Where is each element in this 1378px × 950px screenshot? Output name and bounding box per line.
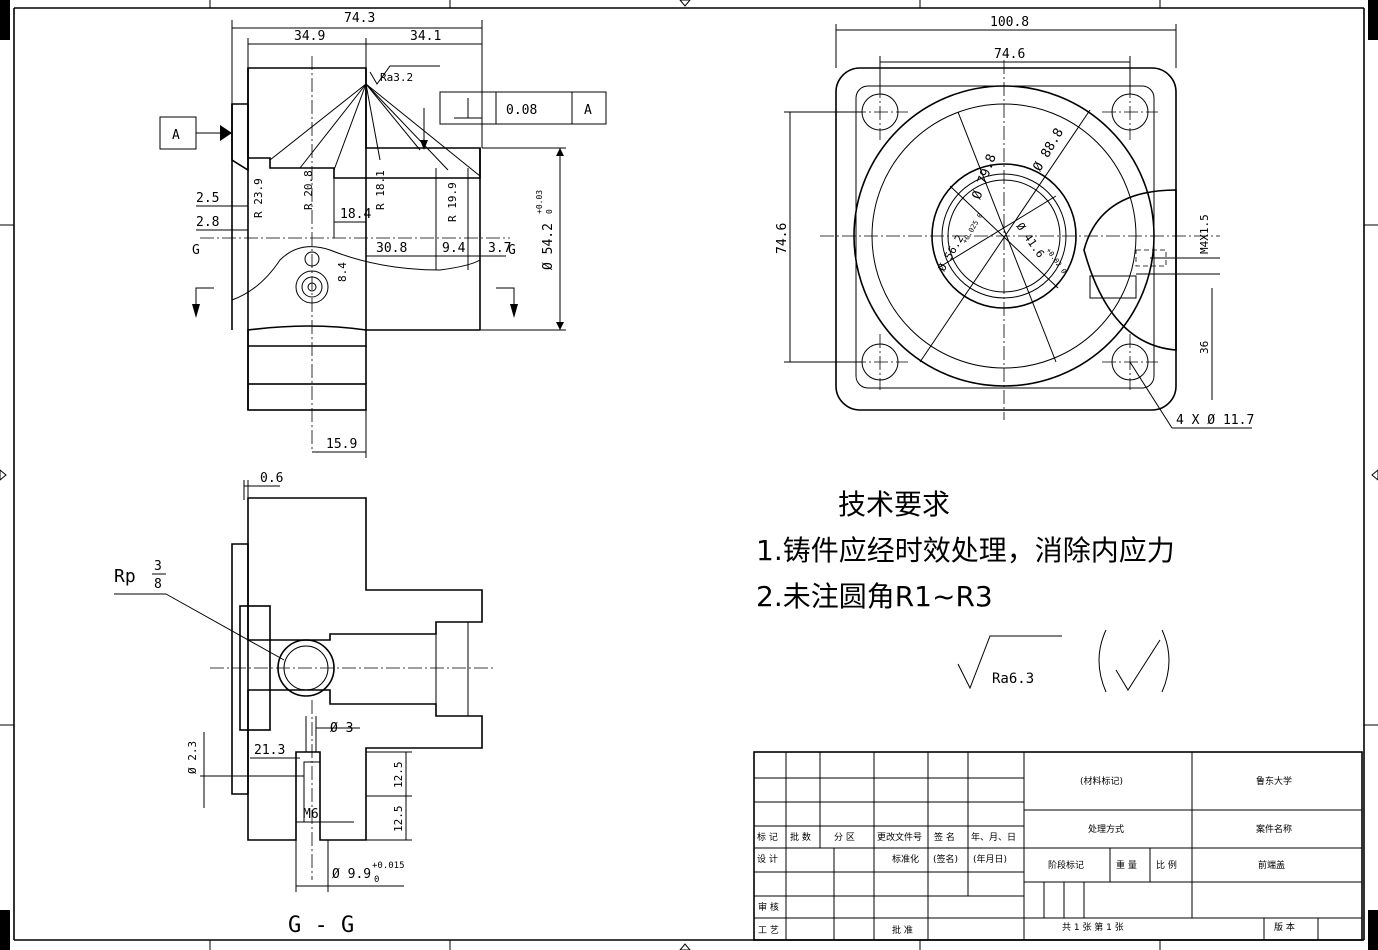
dim-rp-den: 8 [154,577,162,592]
dim-offset-25: 2.5 [196,191,219,206]
dim-37: 3.7 [488,241,511,256]
dim-r181: R 18.1 [374,170,387,210]
dim-213: 21.3 [254,743,285,758]
top-view: 100.8 74.6 74.6 Ø 88.8 Ø 79.8 Ø 56.2 +0.… [775,15,1254,429]
tb-treatment: 处理方式 [1088,823,1124,835]
front-view: A Ra3.2 0.08 A 74.3 34.9 [159,11,607,458]
tb-sign: (签名) [933,853,958,865]
dim-offset-28: 2.8 [196,215,219,230]
notes-line1: 1.铸件应经时效处理，消除内应力 [756,534,1175,567]
tb-standard: 标准化 [892,853,919,865]
dim-94: 9.4 [442,241,466,256]
cut-mark-g-left: G [192,243,200,258]
tb-col-sign: 签 名 [934,831,955,843]
dim-r208: R 20.8 [302,170,315,210]
tb-scale: 比 例 [1156,859,1177,871]
dim-d99-tol-up: +0.015 [372,861,405,871]
dim-rp-num: 3 [154,559,162,574]
tb-part-name-label: 案件名称 [1256,823,1292,835]
dim-bore: Ø 54.2 [541,223,556,270]
dim-thread-m4: M4X1.5 [1198,214,1211,254]
dim-d99-tol-low: 0 [374,875,379,885]
tb-sheets: 共 1 张 第 1 张 [1062,921,1124,933]
section-label: G - G [288,913,354,938]
dim-bore-tol-low: 0 [545,209,554,214]
dim-width: 100.8 [990,15,1029,30]
tb-col-zone: 分 区 [834,832,855,843]
section-view: 0.6 Rp 3 8 Ø 2.3 Ø 3 21.3 M6 12.5 12.5 Ø… [114,471,496,938]
dim-hole-spacing: 74.6 [994,47,1025,62]
notes-title: 技术要求 [838,488,950,521]
tolerance-value: 0.08 [506,103,537,118]
cut-mark-g-right: G [508,243,516,258]
tb-col-mark: 标 记 [757,831,778,843]
dim-depth-36: 36 [1198,341,1211,354]
dim-right-width: 34.1 [410,29,441,44]
dim-m6: M6 [303,807,319,822]
dim-125a: 12.5 [392,762,405,789]
datum-a-label: A [172,128,180,143]
tb-version: 版 本 [1274,921,1295,933]
dim-left-width: 34.9 [294,29,325,44]
dim-bore-tol-up: +0.03 [535,190,544,214]
notes-roughness: Ra6.3 [992,671,1034,687]
tb-part-name: 前端盖 [1258,859,1285,871]
tb-school: 鲁东大学 [1256,775,1292,787]
notes-line2: 2.未注圆角R1~R3 [756,580,993,613]
dim-84: 8.4 [336,262,349,282]
tb-review: 审 核 [758,901,779,913]
dim-d23: Ø 2.3 [186,741,199,774]
tolerance-datum: A [584,103,592,118]
dim-125b: 12.5 [392,806,405,833]
dim-gap-06: 0.6 [260,471,283,486]
tb-material: (材料标记) [1080,775,1123,787]
dim-308: 30.8 [376,241,407,256]
tb-approve: 批 准 [892,924,913,936]
dim-holes: 4 X Ø 11.7 [1176,413,1254,428]
tb-process: 工 艺 [758,925,779,936]
dim-overall-width: 74.3 [344,11,375,26]
title-block: (材料标记) 鲁东大学 处理方式 案件名称 前端盖 标 记 批 数 分 区 更改… [753,751,1363,941]
tb-stage: 阶段标记 [1048,859,1084,871]
dim-d99: Ø 9.9 [332,867,371,882]
tb-col-batch: 批 数 [790,831,811,843]
technical-notes: 技术要求 1.铸件应经时效处理，消除内应力 2.未注圆角R1~R3 Ra6.3 [756,488,1175,693]
tb-weight: 重 量 [1116,859,1137,871]
tb-col-date: 年、月、日 [971,831,1016,843]
dim-d3: Ø 3 [330,721,353,736]
tb-date: (年月日) [973,853,1007,865]
roughness-ra32: Ra3.2 [380,71,413,84]
dim-r199: R 19.9 [446,182,459,222]
tb-col-doc: 更改文件号 [877,831,922,843]
dim-159: 15.9 [326,437,357,452]
dim-height: 74.6 [775,223,790,254]
dim-r239: R 23.9 [252,178,265,218]
dim-rp-prefix: Rp [114,566,136,587]
tb-design: 设 计 [757,853,778,865]
dim-184: 18.4 [340,207,371,222]
